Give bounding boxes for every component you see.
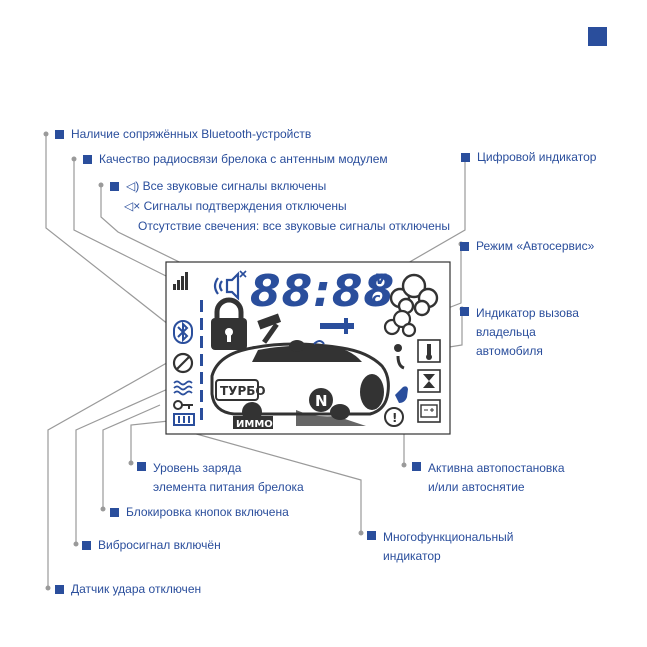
key-lock-icon [173,400,193,410]
engine-temperature-icon [417,339,441,363]
label-digital-indicator: Цифровой индикатор [461,150,596,165]
gear-n-icon [309,388,333,412]
leader-multifunction [174,427,362,533]
leader-radio [73,159,179,283]
battery-icon [173,413,195,426]
small-cloud-icon [383,309,417,338]
label-button-lock: Блокировка кнопок включена [110,505,289,520]
sound-on-icon: ◁) [126,179,140,193]
label-confirm-off: ◁× Сигналы подтверждения отключены [124,199,347,213]
signal-bars-icon [173,272,188,290]
digital-readout: 88:88 [250,266,395,317]
label-owner-call: Индикатор вызова владельца автомобиля [460,304,579,361]
key-signal-icon [313,340,325,345]
leader-vibration [75,387,171,544]
hourglass-icon [417,369,441,393]
autoservice-icon [320,318,354,334]
units-c: c [372,291,381,307]
leader-battery [130,419,179,463]
label-multifunction: Многофункциональный индикатор [367,528,513,566]
owner-call-icon [394,344,405,370]
label-sound-on: ◁) Все звуковые сигналы включены [110,179,326,194]
car-icon [210,342,390,426]
label-battery: Уровень заряда элемента питания брелока [137,459,304,497]
immo-badge [233,416,273,429]
autostart-hand-icon [395,386,408,403]
sound-off-mark-icon [239,270,247,278]
units-v: V [375,272,387,288]
alert-icon [384,407,404,427]
bluetooth-icon [173,320,193,344]
label-autoservice: Режим «Автосервис» [460,239,594,254]
immo-label: ИММО [236,419,273,430]
leader-lock [102,404,161,509]
label-autostart: Активна автопостановка и/или автоснятие [412,459,565,497]
padlock-icon [211,297,247,350]
leader-bluetooth [45,134,179,333]
divider-dashes [200,300,203,420]
vibration-icon [173,380,193,396]
car-battery-icon [417,399,441,423]
shock-off-icon [172,352,194,374]
sound-icon [213,271,240,301]
smoke-cloud-icon [389,273,439,317]
confirm-off-icon: ◁× [124,199,141,213]
label-vibration: Вибросигнал включён [82,538,221,553]
corner-square [588,27,607,46]
alert-mark: ! [392,411,397,425]
label-bluetooth: Наличие сопряжённых Bluetooth-устройств [55,127,311,142]
label-shock-sensor: Датчик удара отключен [55,582,201,597]
leader-sound [100,185,217,281]
label-sound-off: Отсутствие свечения: все звуковые сигнал… [138,219,451,233]
hammer-icon [257,313,282,344]
key-fob-icon [289,340,313,352]
leader-shock [47,359,173,588]
gear-n-label: N [315,392,328,410]
turbo-label: ТУРБО [220,384,266,398]
label-radio-quality: Качество радиосвязи брелока с антенным м… [83,152,388,167]
